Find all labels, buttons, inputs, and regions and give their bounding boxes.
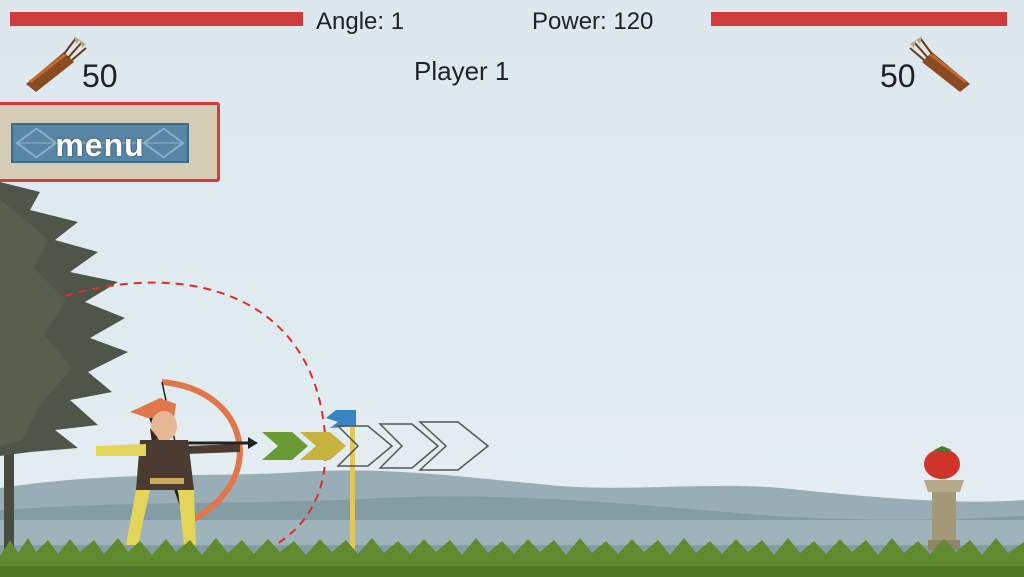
archer-player-1 (96, 379, 258, 545)
angle-readout: Angle: 1 (316, 8, 405, 35)
trajectory-arc (64, 281, 327, 566)
pine-tree (0, 182, 128, 550)
wind-flag-icon (326, 410, 356, 550)
chevron-right-icon (378, 423, 440, 469)
menu-button-label: menu (55, 127, 145, 163)
player1-health-bar (10, 12, 303, 26)
player1-arrow-count: 50 (82, 58, 118, 94)
apple-icon (924, 449, 960, 479)
chevron-right-icon (336, 425, 394, 467)
player2-health-bar (711, 12, 1007, 26)
menu-button[interactable]: menu (11, 123, 189, 163)
haze (0, 520, 1024, 545)
quiver-icon (909, 36, 970, 92)
chevron-right-icon (418, 421, 490, 471)
quiver-icon (26, 36, 87, 92)
bow (161, 379, 243, 523)
chevron-right-icon (262, 432, 308, 460)
chevron-right-icon (300, 432, 346, 460)
power-readout: Power: 120 (532, 8, 654, 35)
menu-button-pattern (15, 127, 185, 159)
power-indicator (262, 421, 490, 471)
current-player-label: Player 1 (414, 56, 510, 86)
player2-arrow-count: 50 (880, 58, 916, 94)
menu-panel: menu (0, 102, 220, 182)
